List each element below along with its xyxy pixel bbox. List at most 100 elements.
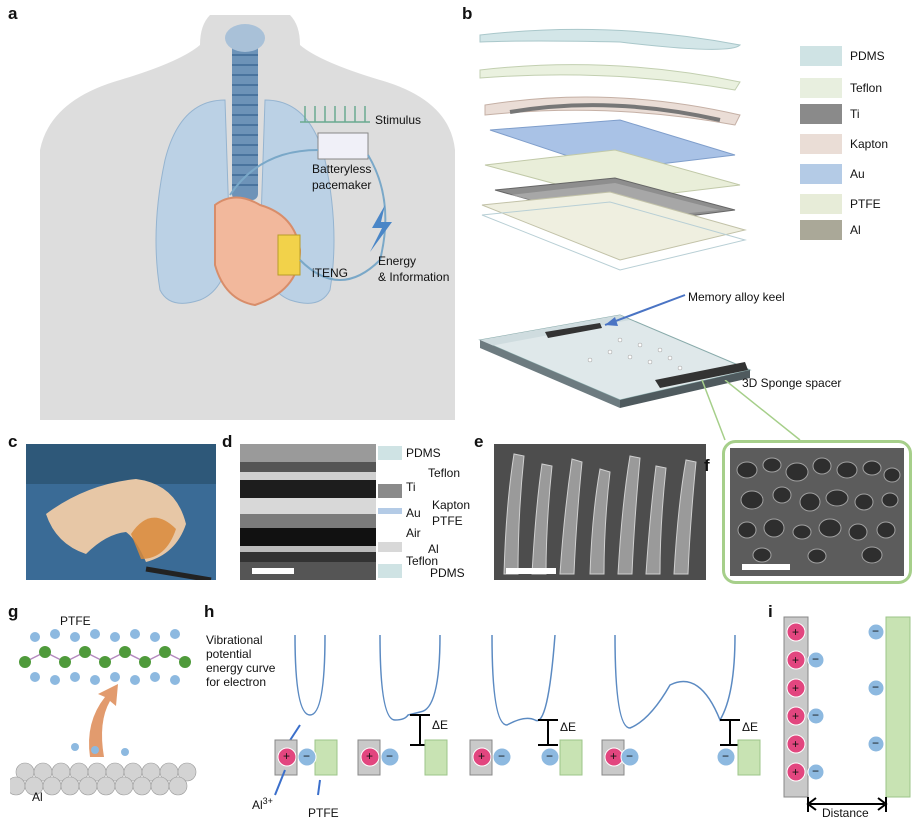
d-label-au: Au	[406, 506, 421, 520]
legend-swatch-pdms	[800, 46, 842, 66]
panel-label-c: c	[8, 432, 18, 451]
energy-curve-2	[379, 634, 441, 721]
d-label-ptfe: PTFE	[432, 514, 463, 528]
h-al-ion-text: Al	[252, 798, 263, 812]
zoom-connector-lines	[701, 380, 801, 441]
h-plus-3: +	[478, 749, 486, 763]
h-plus-2: +	[366, 749, 374, 763]
stimulus-label: Stimulus	[375, 113, 422, 127]
lightning-bolt-icon	[370, 205, 392, 252]
legend-swatch-ti	[800, 104, 842, 124]
d-label-pdms-bottom: PDMS	[430, 566, 465, 580]
d-swatch-ti	[378, 484, 402, 498]
legend-swatch-kapton	[800, 134, 842, 154]
iteng-lead	[299, 154, 387, 281]
panel-h-energy-curves	[274, 634, 761, 796]
energy-label-line2: & Information	[378, 270, 450, 284]
panel-label-a: a	[8, 4, 18, 23]
panel-b-exploded-layers	[479, 28, 747, 271]
panel-c-photo	[26, 444, 216, 580]
panel-i-charge-separation	[783, 616, 911, 812]
legend-swatch-teflon	[800, 78, 842, 98]
i-plus-3: +	[792, 681, 800, 695]
i-minus-2: −	[812, 708, 820, 722]
h-plus-1: +	[283, 749, 291, 763]
d-label-teflon-bottom: Teflon	[406, 554, 439, 568]
i-minus-1: −	[812, 652, 820, 666]
d-label-air: Air	[406, 526, 421, 540]
h-minus-3: −	[498, 749, 506, 763]
h-minus-1: −	[303, 749, 311, 763]
energy-curve-3	[491, 634, 556, 726]
legend-label-al: Al	[850, 223, 861, 237]
h-minus-5: −	[626, 749, 634, 763]
legend-label-ptfe: PTFE	[850, 197, 881, 211]
legend-item-kapton: Kapton	[800, 134, 888, 154]
memory-alloy-keel-label: Memory alloy keel	[688, 290, 785, 304]
scale-bar	[252, 568, 294, 574]
legend-item-al: Al	[800, 220, 861, 240]
legend-swatch-al	[800, 220, 842, 240]
panel-g-molecular-diagram	[10, 629, 197, 796]
panel-d-sem-cross-section	[240, 444, 376, 580]
h-curve-caption-line4: for electron	[206, 675, 267, 689]
energy-label-line1: Energy	[378, 254, 417, 268]
g-ptfe-label: PTFE	[60, 614, 91, 628]
scale-bar	[506, 568, 556, 574]
panel-label-b: b	[462, 4, 473, 23]
pacemaker-device	[317, 132, 369, 160]
d-label-kapton: Kapton	[432, 498, 471, 512]
d-label-pdms-top: PDMS	[406, 446, 441, 460]
h-minus-6: −	[722, 749, 730, 763]
panel-label-i: i	[768, 602, 773, 621]
legend-item-au: Au	[800, 164, 865, 184]
d-swatch-al	[378, 542, 402, 552]
iteng-label: iTENG	[312, 266, 348, 280]
legend-item-ptfe: PTFE	[800, 194, 881, 214]
legend-item-ti: Ti	[800, 104, 860, 124]
energy-curve-4	[614, 634, 736, 729]
panel-f-sem-sponge	[722, 440, 912, 584]
delta-e-label-1: ΔE	[432, 718, 449, 732]
panel-label-e: e	[474, 432, 484, 451]
h-curve-caption-line1: Vibrational	[206, 633, 263, 647]
delta-e-label-3: ΔE	[742, 720, 759, 734]
legend-item-pdms: PDMS	[800, 46, 885, 66]
d-swatch-pdms-top	[378, 446, 402, 460]
h-minus-2: −	[386, 749, 394, 763]
h-curve-caption-line3: energy curve	[206, 661, 276, 675]
pacemaker-label-line2: pacemaker	[312, 178, 372, 192]
trachea	[232, 40, 258, 200]
panel-label-g: g	[8, 602, 19, 621]
d-swatch-au	[378, 508, 402, 514]
iteng-device	[277, 234, 301, 276]
h-al-ion-label: Al3+	[252, 796, 273, 812]
i-plus-4: +	[792, 709, 800, 723]
panel-label-h: h	[204, 602, 215, 621]
i-plus-1: +	[792, 625, 800, 639]
i-plus-6: +	[792, 765, 800, 779]
legend-label-teflon: Teflon	[850, 81, 883, 95]
panel-e-sem-nanorods	[494, 444, 706, 580]
legend-label-kapton: Kapton	[850, 137, 889, 151]
i-distance-label: Distance	[822, 806, 869, 820]
g-al-label: Al	[32, 790, 43, 804]
panel-a-illustration	[40, 15, 455, 420]
i-plus-5: +	[792, 737, 800, 751]
h-ptfe-label: PTFE	[308, 806, 339, 820]
sponge-spacer-label: 3D Sponge spacer	[742, 376, 842, 390]
h-plus-5: +	[610, 749, 618, 763]
energy-curve-1	[294, 634, 326, 716]
panel-label-d: d	[222, 432, 233, 451]
legend-swatch-ptfe	[800, 194, 842, 214]
larynx	[225, 24, 265, 52]
legend-label-au: Au	[850, 167, 865, 181]
legend-label-pdms: PDMS	[850, 49, 885, 63]
d-label-al: Al	[428, 542, 439, 556]
delta-e-label-2: ΔE	[560, 720, 577, 734]
i-minus-5: −	[872, 680, 880, 694]
d-swatch-pdms-bottom	[378, 564, 402, 578]
legend-swatch-au	[800, 164, 842, 184]
panel-b-assembled-device	[478, 294, 752, 408]
legend-item-teflon: Teflon	[800, 78, 882, 98]
